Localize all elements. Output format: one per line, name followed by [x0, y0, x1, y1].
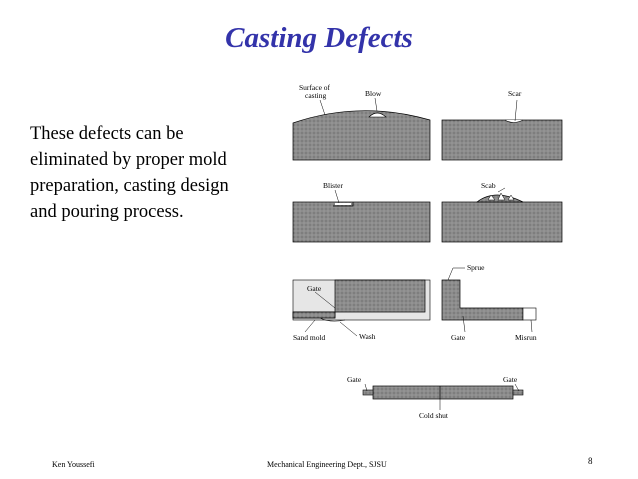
label-scab: Scab: [481, 181, 496, 190]
label-gate-cold-shut-right: Gate: [503, 375, 518, 384]
blister-defect-diagram: Blister: [292, 181, 431, 243]
blow-defect-diagram: Surface of casting Blow: [292, 83, 431, 161]
body-line: eliminated by proper mold: [30, 150, 227, 170]
label-blow: Blow: [365, 89, 382, 98]
label-misrun: Misrun: [515, 333, 537, 342]
label-scar: Scar: [508, 89, 522, 98]
scar-defect-diagram: Scar: [441, 89, 563, 161]
label-gate-cold-shut-left: Gate: [347, 375, 362, 384]
label-cold-shut: Cold shut: [419, 411, 449, 420]
label-surface-of-casting: Surface of: [299, 83, 331, 92]
footer-department: Mechanical Engineering Dept., SJSU: [267, 460, 387, 469]
casting-defects-figure: Surface of casting Blow Scar Blister Sca…: [292, 83, 563, 420]
label-casting: casting: [305, 91, 326, 100]
label-blister: Blister: [323, 181, 344, 190]
footer-author: Ken Youssefi: [52, 460, 95, 469]
label-gate-wash: Gate: [307, 284, 322, 293]
body-line: preparation, casting design: [30, 176, 229, 196]
page-number: 8: [588, 456, 593, 466]
label-sprue: Sprue: [467, 263, 485, 272]
body-line: These defects can be: [30, 124, 184, 144]
scab-defect-diagram: Scab: [441, 181, 563, 243]
label-gate-misrun: Gate: [451, 333, 466, 342]
body-line: and pouring process.: [30, 202, 184, 222]
body-text: These defects can be eliminated by prope…: [30, 121, 270, 225]
cold-shut-defect-diagram: Gate Gate Cold shut: [347, 375, 524, 420]
label-wash: Wash: [359, 332, 376, 341]
misrun-defect-diagram: Sprue Gate Misrun: [441, 263, 537, 342]
wash-defect-diagram: Gate Sand mold Wash: [292, 279, 431, 342]
slide-title: Casting Defects: [225, 22, 413, 54]
label-sand-mold: Sand mold: [293, 333, 326, 342]
